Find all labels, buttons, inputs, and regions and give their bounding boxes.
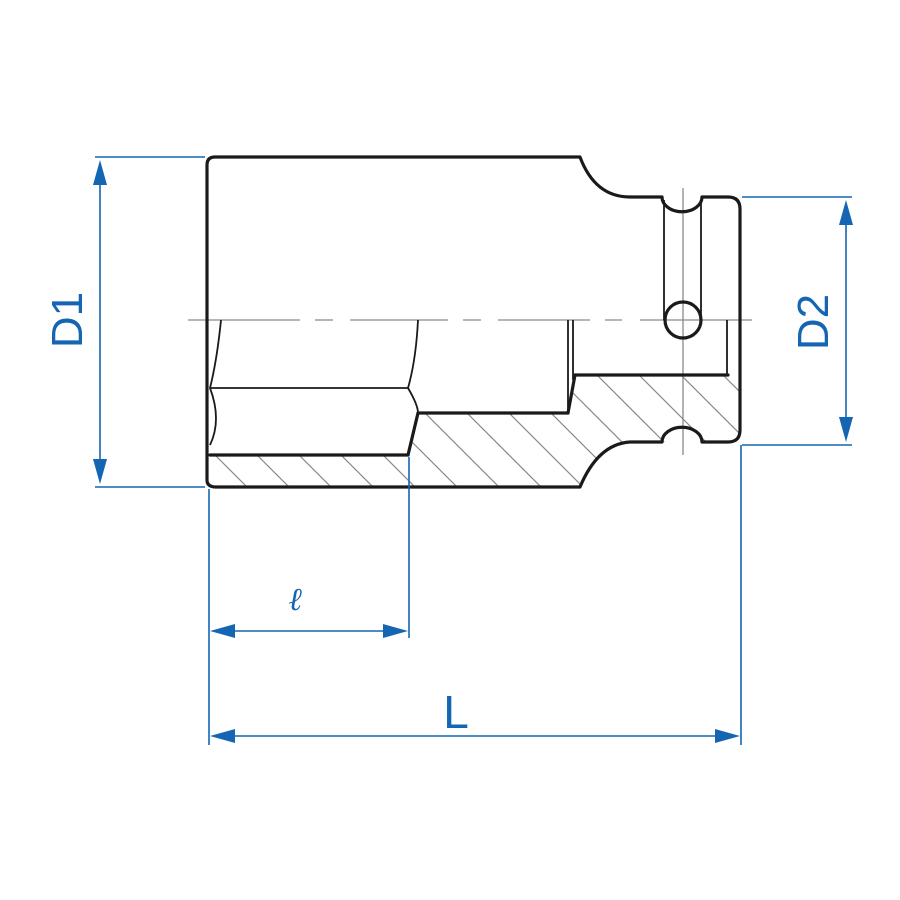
centerline [188, 188, 752, 455]
section-hatching [210, 375, 740, 487]
middle-bore [566, 320, 730, 415]
dimension-d2: D2 [742, 196, 853, 446]
dimension-label-l-total: L [443, 686, 469, 738]
dimension-label-l-small: ℓ [288, 580, 302, 618]
pin-hole [663, 200, 703, 340]
dimension-label-d2: D2 [789, 294, 838, 350]
dimension-d1: D1 [43, 156, 205, 488]
socket-outer-profile [205, 155, 742, 489]
dimension-l-total: L [208, 445, 742, 745]
dimension-label-d1: D1 [43, 292, 92, 348]
hex-bore [208, 319, 570, 457]
dimension-l-small: ℓ [208, 457, 410, 640]
